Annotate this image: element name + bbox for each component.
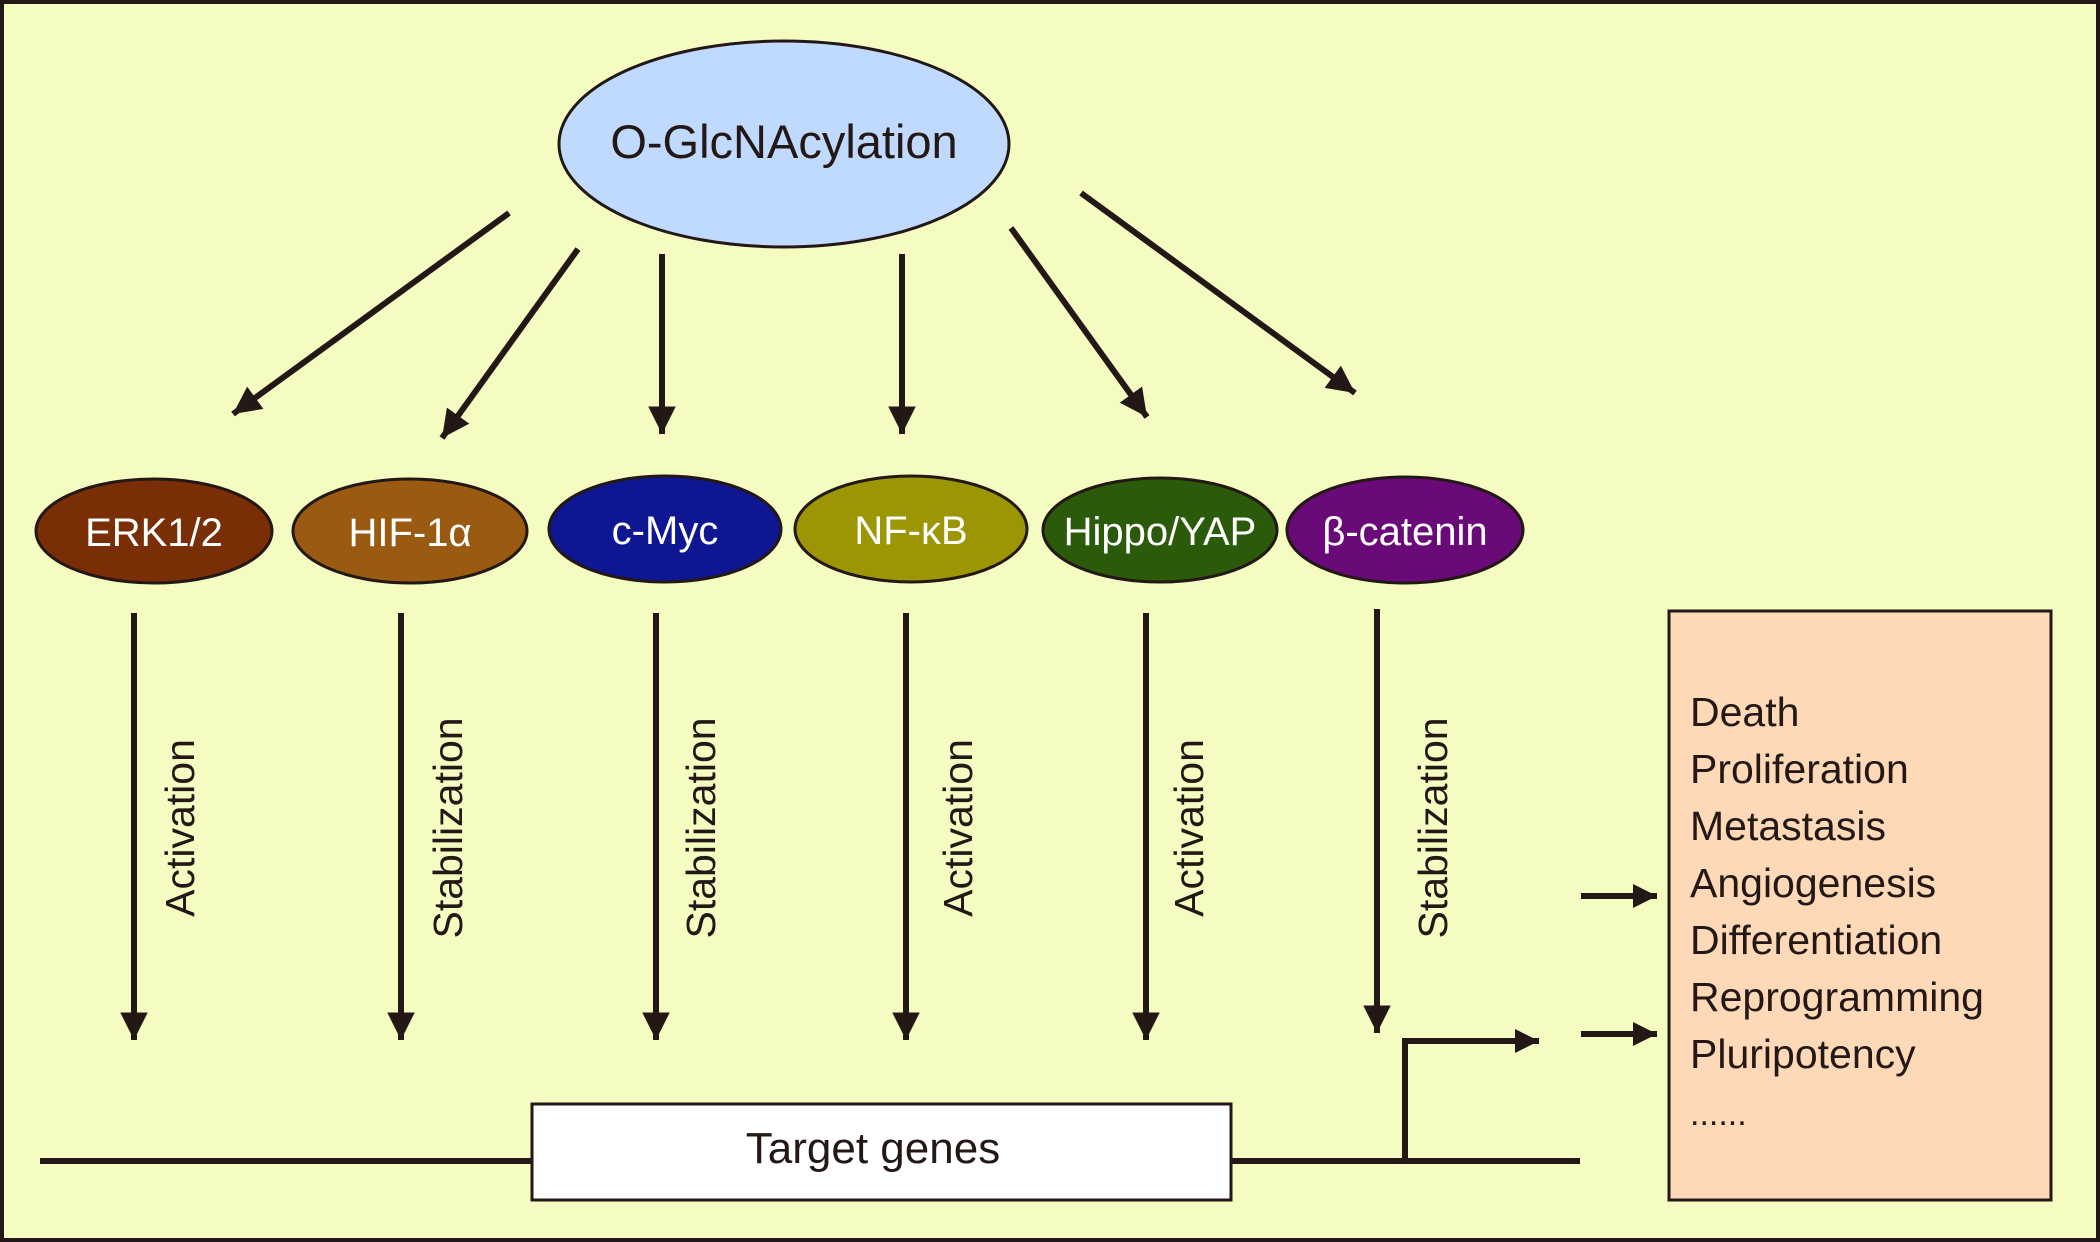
outcome-item-pluripotency: Pluripotency: [1690, 1031, 1916, 1077]
effect-label-hif: Stabilization: [425, 717, 471, 938]
arrow-to-hippo: [1008, 226, 1150, 419]
node-hippo: Hippo/YAP: [1041, 476, 1279, 584]
node-myc-label: c-Myc: [612, 509, 719, 553]
node-erk-label: ERK1/2: [85, 511, 223, 555]
outcomes-panel: Death Proliferation Metastasis Angiogene…: [1667, 609, 2053, 1202]
node-hippo-ellipse: [1041, 476, 1279, 584]
outcome-item-metastasis: Metastasis: [1690, 803, 1886, 849]
effect-arrows: [120, 609, 1391, 1040]
node-nfkb-ellipse: [793, 474, 1029, 584]
node-catenin: β-catenin: [1285, 475, 1525, 585]
effect-labels: Activation Stabilization Stabilization A…: [157, 717, 1456, 938]
node-myc: c-Myc: [547, 474, 783, 584]
outcome-item-proliferation: Proliferation: [1690, 746, 1909, 792]
source-label: O-GlcNAcylation: [610, 115, 957, 168]
node-hif-label: HIF-1α: [348, 511, 471, 555]
outcome-arrows: [1581, 884, 1657, 1046]
outcome-item-death: Death: [1690, 689, 1799, 735]
source-arrows: [231, 190, 1357, 440]
outcome-item-reprogramming: Reprogramming: [1690, 974, 1984, 1020]
gene-track: Target genes: [40, 1029, 1580, 1202]
node-hif-ellipse: [291, 477, 529, 585]
node-nfkb: NF-κB: [793, 474, 1029, 584]
node-erk: ERK1/2: [34, 477, 274, 585]
outcomes-box: [1667, 609, 2053, 1202]
arrow-to-catenin: [1079, 190, 1357, 396]
outcome-item-angiogenesis: Angiogenesis: [1690, 860, 1936, 906]
source-ellipse: [557, 39, 1011, 249]
pathway-nodes: ERK1/2 HIF-1α c-Myc NF-κB Hippo/YAP β-ca…: [34, 474, 1525, 585]
source-node: O-GlcNAcylation: [557, 39, 1011, 249]
outcome-item-differentiation: Differentiation: [1690, 917, 1942, 963]
node-nfkb-label: NF-κB: [854, 509, 967, 553]
node-catenin-label: β-catenin: [1322, 510, 1487, 554]
node-myc-ellipse: [547, 474, 783, 584]
node-catenin-ellipse: [1285, 475, 1525, 585]
transcription-start-arrow: [1402, 1029, 1539, 1161]
target-genes-box: [530, 1102, 1233, 1202]
arrow-to-hif: [439, 247, 581, 440]
effect-label-erk: Activation: [157, 739, 203, 917]
effect-label-hippo: Activation: [1166, 739, 1212, 917]
effect-label-myc: Stabilization: [678, 717, 724, 938]
outcome-item-ellipsis: ......: [1690, 1095, 1747, 1133]
target-genes-label: Target genes: [746, 1124, 1000, 1173]
effect-label-nfkb: Activation: [935, 739, 981, 917]
node-erk-ellipse: [34, 477, 274, 585]
arrow-to-erk: [231, 210, 511, 417]
node-hippo-label: Hippo/YAP: [1064, 510, 1257, 554]
effect-label-catenin: Stabilization: [1410, 717, 1456, 938]
node-hif: HIF-1α: [291, 477, 529, 585]
